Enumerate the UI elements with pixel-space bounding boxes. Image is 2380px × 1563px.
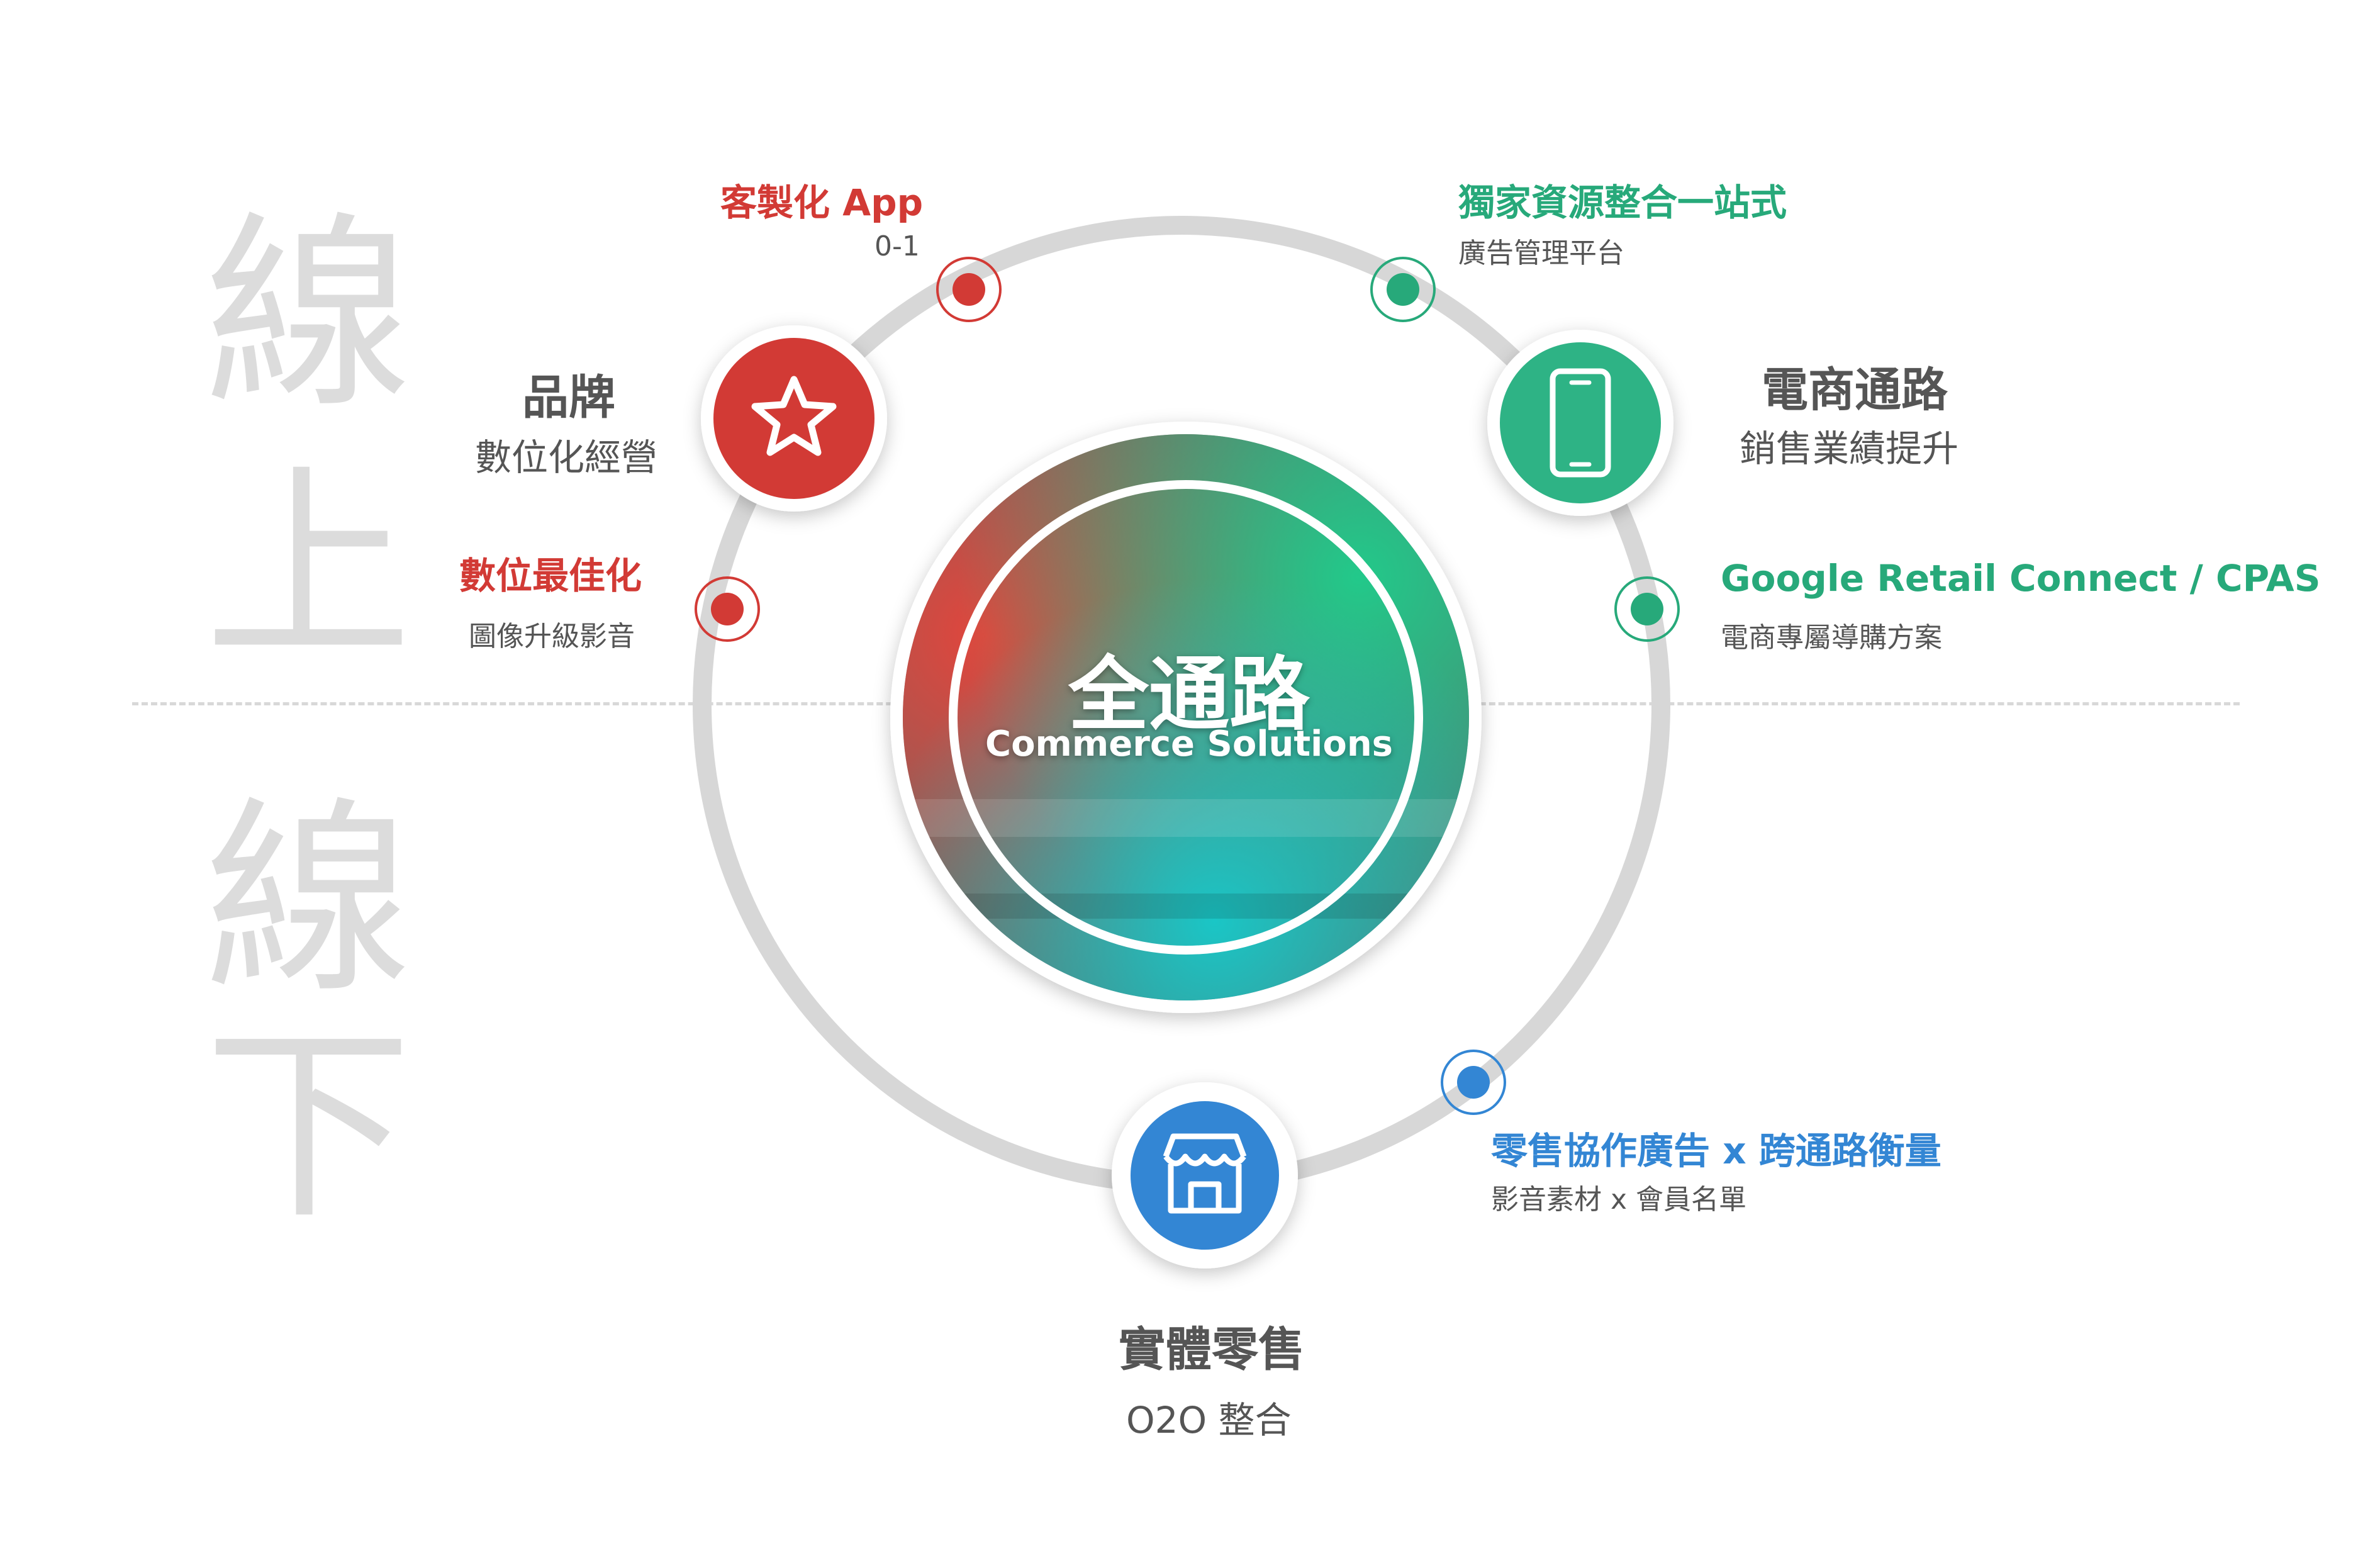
center-title: 全通路 <box>1068 648 1310 742</box>
retail-media-dot-ring <box>1441 1050 1506 1115</box>
custom-app-subtitle: 0-1 <box>874 230 920 262</box>
brand-subtitle: 數位化經營 <box>475 436 658 479</box>
exclusive-subtitle: 廣告管理平台 <box>1458 237 1624 269</box>
center-inner-ring <box>949 480 1423 955</box>
offline-char-2: 下 <box>204 1006 412 1247</box>
brand-node <box>713 338 874 499</box>
google-retail-dot-ring <box>1614 576 1680 642</box>
exclusive-dot <box>1387 273 1419 306</box>
center-hub-image <box>903 434 1469 1000</box>
retail-subtitle: O2O 整合 <box>1126 1399 1292 1442</box>
online-char-2: 上 <box>204 445 412 687</box>
digital-opt-title: 數位最佳化 <box>459 554 642 597</box>
center-subtitle: Commerce Solutions <box>985 724 1394 765</box>
ecommerce-title: 電商通路 <box>1762 363 1948 417</box>
digital-opt-subtitle: 圖像升級影音 <box>469 620 635 653</box>
google-retail-dot <box>1631 593 1663 625</box>
online-char-1: 線 <box>204 194 412 435</box>
ecommerce-node <box>1500 342 1661 503</box>
digital-opt-dot <box>711 593 744 625</box>
brand-title: 品牌 <box>522 371 615 425</box>
digital-opt-dot-ring <box>695 576 760 642</box>
retail-node <box>1131 1101 1279 1250</box>
exclusive-dot-ring <box>1370 257 1436 322</box>
custom-app-dot-ring <box>936 257 1002 322</box>
custom-app-dot <box>953 273 985 306</box>
retail-title: 實體零售 <box>1119 1323 1305 1377</box>
ecommerce-subtitle: 銷售業績提升 <box>1740 427 1959 470</box>
retail-media-subtitle: 影音素材 x 會員名單 <box>1491 1184 1747 1216</box>
retail-media-dot <box>1457 1066 1490 1099</box>
storefront-icon <box>1163 1133 1247 1214</box>
google-retail-title: Google Retail Connect / CPAS <box>1721 557 2321 600</box>
custom-app-title: 客製化 App <box>720 181 924 224</box>
exclusive-title: 獨家資源整合一站式 <box>1458 181 1787 224</box>
star-icon <box>751 376 837 456</box>
mobile-phone-icon <box>1550 368 1611 478</box>
retail-media-title: 零售協作廣告 x 跨通路衡量 <box>1491 1129 1941 1172</box>
google-retail-subtitle: 電商專屬導購方案 <box>1721 622 1942 654</box>
offline-char-1: 線 <box>204 779 412 1021</box>
